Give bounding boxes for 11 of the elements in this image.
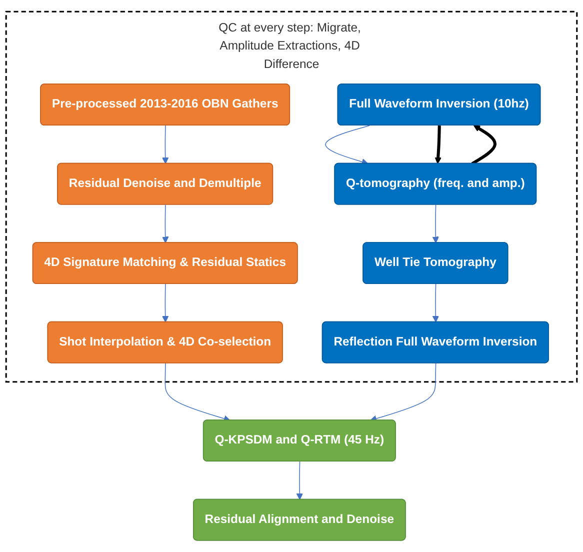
arrow	[164, 362, 230, 422]
arrow	[471, 125, 496, 165]
arrow	[432, 284, 440, 322]
arrow	[162, 284, 169, 322]
arrow	[370, 362, 436, 422]
arrow	[432, 204, 440, 244]
arrow	[162, 204, 169, 244]
arrow	[434, 126, 442, 164]
arrow	[325, 125, 370, 166]
arrow	[296, 461, 304, 500]
arrow	[162, 125, 169, 164]
